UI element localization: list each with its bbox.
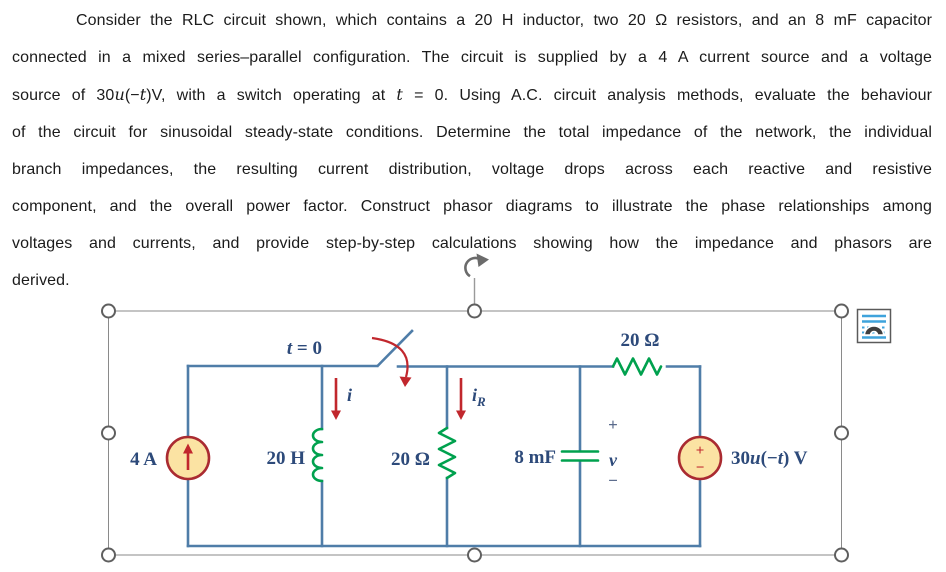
text-run: source of 30 — [12, 87, 115, 104]
paragraph-line: component, and the overall power factor.… — [12, 198, 932, 215]
resize-handle-middle-right[interactable] — [834, 425, 849, 441]
capacitor-plus-sign: + — [608, 415, 618, 434]
selection-overlay — [101, 253, 849, 563]
capacitor-label: 8 mF — [514, 447, 556, 468]
resize-handle-top-middle[interactable] — [467, 303, 482, 319]
paragraph-line: source of 30u(−t)V, with a switch operat… — [12, 76, 932, 114]
problem-paragraph[interactable]: Consider the RLC circuit shown, which co… — [12, 2, 932, 299]
resize-handle-middle-left[interactable] — [101, 425, 116, 441]
inductor-coil — [311, 427, 324, 483]
paragraph-line: branch impedances, the resulting current… — [12, 161, 932, 178]
paragraph-line: derived. — [12, 272, 70, 289]
resistor-vertical-label: 20 Ω — [391, 449, 430, 470]
inductor-label: 20 H — [266, 448, 305, 469]
rotate-handle-icon[interactable] — [464, 253, 489, 278]
voltage-source-minus: − — [696, 460, 705, 476]
text-run: = 0. Using A.C. circuit analysis methods… — [402, 87, 933, 104]
voltage-source-circle — [677, 435, 723, 481]
paragraph-line: Consider the RLC circuit shown, which co… — [76, 12, 932, 29]
circuit-diagram[interactable]: + − t = 0 4 A 20 H 20 Ω 8 mF 20 Ω 30u(−t… — [130, 329, 808, 548]
resistor-top-label: 20 Ω — [621, 330, 660, 351]
voltage-source-label: 30u(−t) V — [731, 448, 808, 469]
math-var-t: t — [396, 85, 403, 104]
text-run: (− — [124, 87, 140, 104]
layout-icon-arch — [863, 325, 885, 336]
capacitor-plates — [560, 450, 600, 462]
capacitor-voltage-label: v — [609, 450, 618, 470]
switch-blade — [376, 329, 414, 368]
inductor-current-arrowhead — [331, 410, 341, 420]
resistor-top-zigzag — [611, 357, 663, 376]
math-var-t: t — [139, 85, 147, 104]
resistor-current-label: iR — [472, 385, 486, 409]
switch-time-label: t = 0 — [287, 338, 322, 359]
resize-handle-top-right[interactable] — [834, 303, 849, 319]
text-run: )V, with a switch operating at — [146, 87, 397, 104]
layout-options-button[interactable] — [856, 308, 892, 344]
current-source-label: 4 A — [130, 449, 157, 470]
capacitor-minus-sign: − — [608, 471, 618, 490]
resize-handle-bottom-left[interactable] — [101, 547, 116, 563]
voltage-source-plus: + — [696, 443, 705, 459]
resize-handle-bottom-middle[interactable] — [467, 547, 482, 563]
switch-motion-arc — [371, 336, 409, 378]
current-source-arrowhead — [183, 443, 193, 454]
switch-motion-arrowhead — [399, 376, 412, 387]
resistor-current-arrowhead — [456, 410, 466, 420]
math-var-u: u — [114, 85, 125, 104]
resize-handle-top-left[interactable] — [101, 303, 116, 319]
inductor-current-label: i — [347, 385, 352, 405]
paragraph-line: of the circuit for sinusoidal steady-sta… — [12, 124, 932, 141]
resistor-vertical-zigzag — [437, 426, 457, 480]
resize-handle-bottom-right[interactable] — [834, 547, 849, 563]
paragraph-line: voltages and currents, and provide step-… — [12, 235, 932, 252]
selection-rectangle — [108, 310, 842, 556]
paragraph-line: connected in a mixed series–parallel con… — [12, 49, 932, 66]
